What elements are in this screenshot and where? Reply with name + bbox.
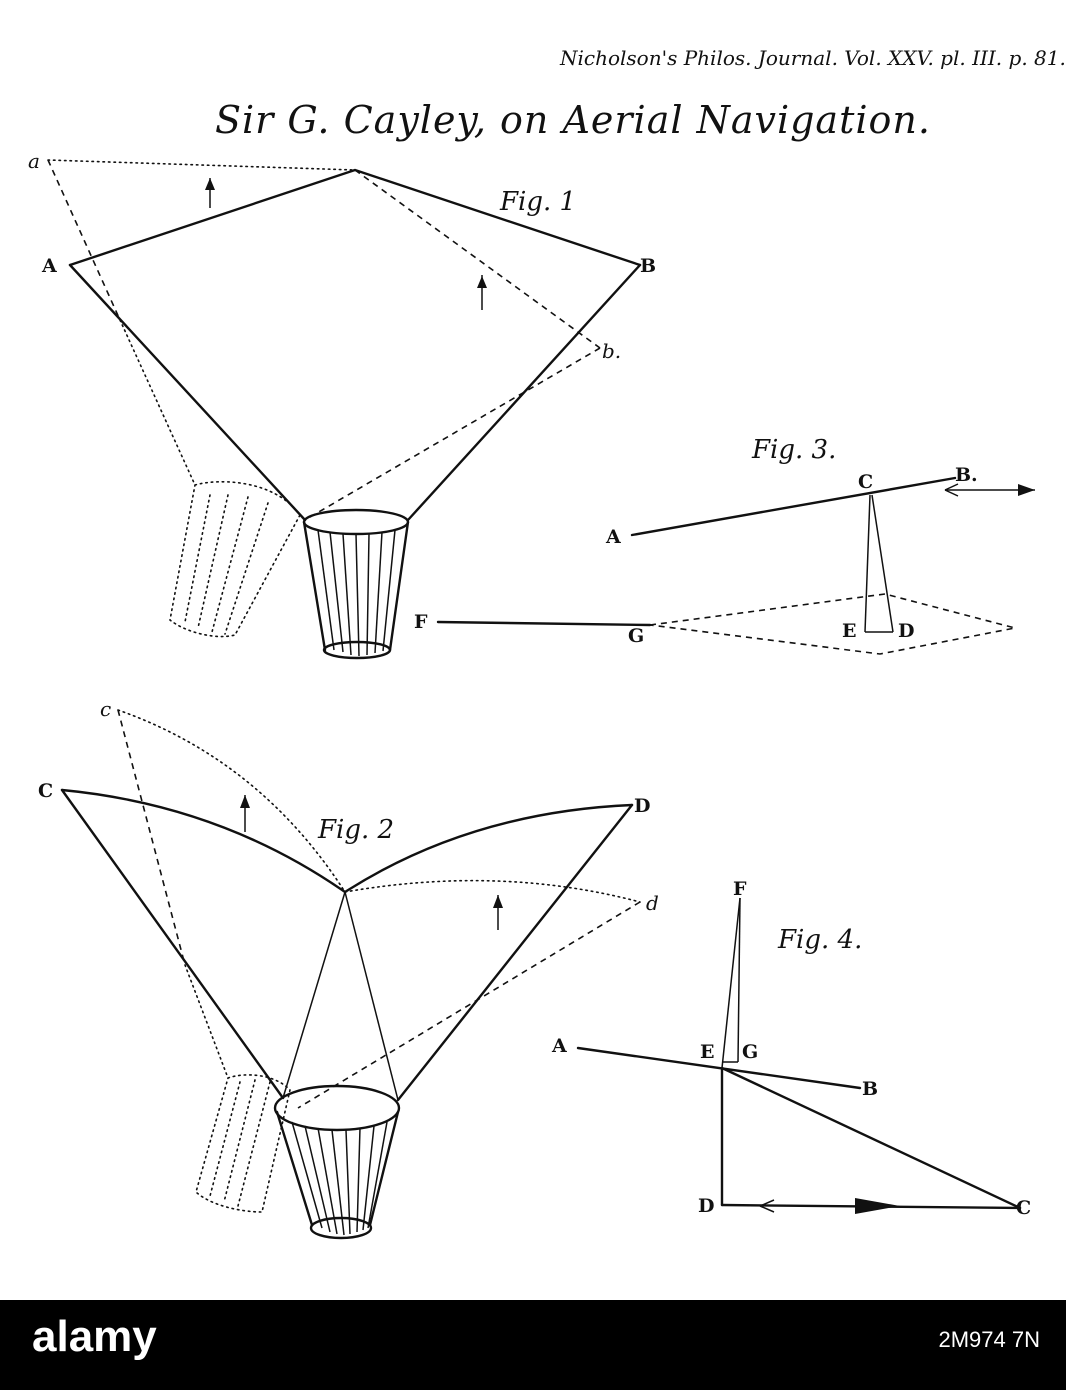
fig1-dotted-left-lower	[119, 319, 196, 486]
fig3-diagram: Fig. 3. A C B. E D F G	[414, 435, 1035, 655]
fig1-kite-outline	[68, 168, 642, 267]
fig2-arrowhead-1	[240, 795, 250, 808]
fig4-label-D: D	[698, 1195, 714, 1217]
fig4-label-F: F	[733, 878, 747, 900]
fig3-line-CD	[871, 494, 894, 633]
fig3-label-B: B.	[955, 464, 978, 486]
fig1-dashed-to-basket	[304, 347, 601, 521]
stock-logo: alamy	[32, 1312, 157, 1361]
fig4-label-C: C	[1016, 1197, 1031, 1219]
fig2-inner-left-cord	[282, 891, 346, 1099]
fig1-dotted-top	[47, 159, 356, 171]
fig3-label-D: D	[898, 620, 914, 642]
fig3-line-FG	[436, 620, 652, 627]
fig2-caption: Fig. 2	[317, 815, 394, 845]
fig2-dotted-right-wing	[344, 879, 641, 903]
fig4-line-EF	[721, 897, 741, 1069]
fig2-left-wing	[60, 788, 347, 894]
fig4-arrow-fletch	[855, 1198, 900, 1214]
fig2-dotted-left-lower	[184, 964, 229, 1079]
fig3-label-E: E	[842, 620, 856, 642]
fig2-label-d: d	[646, 891, 659, 915]
fig2-dotted-left-wing	[117, 709, 346, 893]
fig4-arrowhead	[759, 1199, 775, 1213]
fig3-arrowhead	[944, 483, 959, 497]
fig4-line-EC	[720, 1066, 1022, 1210]
fig1-ghost-basket	[169, 481, 301, 638]
fig3-label-G: G	[628, 625, 644, 647]
watermark-footer-bar	[0, 1300, 1066, 1390]
fig2-right-wing	[343, 803, 634, 894]
fig2-ghost-basket	[195, 1074, 291, 1213]
fig1-arrowhead-1	[205, 178, 215, 190]
fig3-label-C: C	[858, 471, 873, 493]
fig3-dashed-parallelogram	[649, 593, 1016, 655]
fig3-caption: Fig. 3.	[751, 435, 836, 465]
fig3-vertical-CE	[864, 494, 871, 633]
fig1-basket	[302, 508, 410, 660]
fig2-label-D: D	[634, 795, 650, 817]
fig1-diagram: a A B b. Fig. 1	[28, 149, 656, 660]
plate-drawing: a A B b. Fig. 1 Fig. 3. A C B. E D F G	[28, 149, 1035, 1240]
engraved-plate: Nicholson's Philos. Journal. Vol. XXV. p…	[28, 46, 1066, 1240]
stock-image-id: 2M974 7N	[938, 1327, 1040, 1352]
fig2-dashed-left	[117, 709, 186, 966]
plate-title: Sir G. Cayley, on Aerial Navigation.	[215, 98, 931, 142]
fig1-label-b: b.	[602, 339, 621, 363]
fig4-label-B: B	[862, 1078, 878, 1100]
fig2-dashed-right	[297, 901, 641, 1109]
fig2-right-cord	[396, 803, 634, 1102]
fig1-caption: Fig. 1	[499, 187, 576, 217]
fig4-line-FG	[737, 897, 741, 1063]
fig2-left-cord	[60, 788, 285, 1100]
fig2-arrowhead-2	[493, 895, 503, 908]
fig1-label-B: B	[640, 255, 656, 277]
fig1-left-cord	[68, 263, 307, 522]
fig3-arrow-fletch	[1018, 484, 1035, 496]
fig4-label-E: E	[700, 1041, 714, 1063]
fig2-basket	[273, 1084, 401, 1240]
fig2-label-C: C	[38, 780, 53, 802]
fig4-label-G: G	[742, 1041, 758, 1063]
fig2-inner-right-cord	[344, 891, 399, 1101]
fig1-label-A: A	[41, 255, 57, 277]
fig4-plane-AB	[576, 1046, 862, 1090]
journal-reference: Nicholson's Philos. Journal. Vol. XXV. p…	[560, 46, 1066, 70]
fig3-label-F: F	[414, 611, 428, 633]
fig2-label-c: c	[100, 697, 111, 721]
fig1-dashed-left	[47, 159, 121, 321]
fig4-label-A: A	[551, 1035, 567, 1057]
fig2-diagram: c C D d Fig. 2	[38, 697, 659, 1240]
fig3-label-A: A	[605, 526, 621, 548]
fig4-diagram: Fig. 4. F A E G B D C	[551, 878, 1031, 1219]
fig4-caption: Fig. 4.	[777, 925, 862, 955]
fig1-arrowhead-2	[477, 276, 487, 288]
fig1-label-a: a	[28, 149, 40, 173]
fig3-plane-AB	[630, 476, 957, 537]
